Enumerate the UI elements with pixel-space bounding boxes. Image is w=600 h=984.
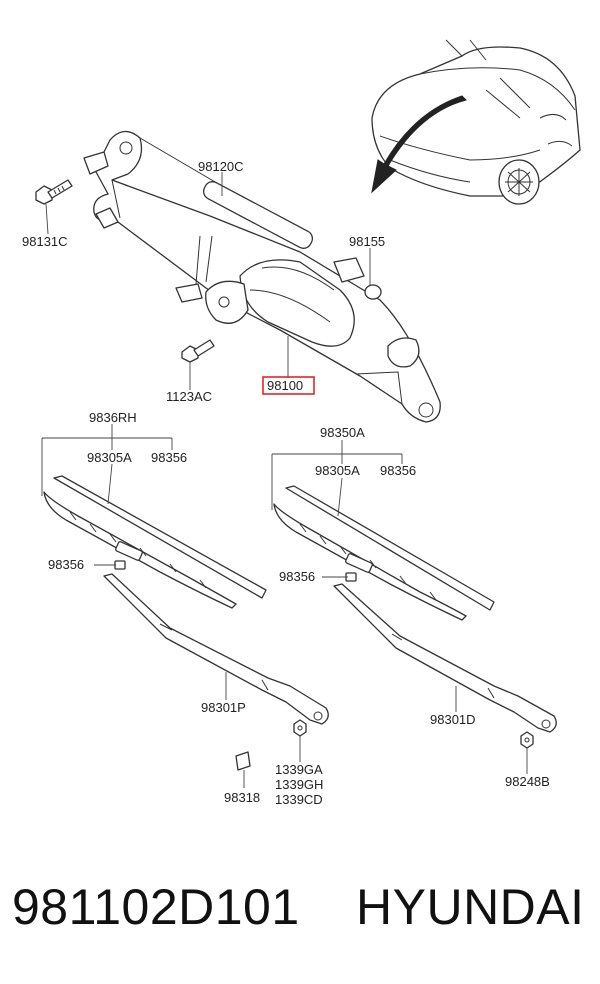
highlight-box: [262, 376, 315, 395]
callout-arrow-icon: [371, 95, 467, 194]
wiper-blade-rh: [43, 475, 267, 609]
label-clip-lh-top: 98356: [380, 463, 416, 478]
part-labels: 98120C 98131C 98155 98100 1123AC 9836RH …: [22, 159, 550, 807]
label-nut-lh: 98248B: [505, 774, 550, 789]
label-bolt: 98131C: [22, 234, 68, 249]
screw-icon: [181, 339, 215, 363]
wiper-arm-rh: [103, 573, 329, 725]
bolt-icon: [35, 179, 73, 205]
label-clip-lh-side: 98356: [279, 569, 315, 584]
part-number: 981102D101: [12, 879, 300, 935]
clip-icon: [114, 560, 126, 570]
label-motor: 98100: [267, 378, 303, 393]
label-arm-cap: 98318: [224, 790, 260, 805]
label-frame: 98120C: [198, 159, 244, 174]
wiper-blade-lh: [273, 485, 495, 621]
label-refill-rh: 98305A: [87, 450, 132, 465]
label-blade-lh-assy: 98350A: [320, 425, 365, 440]
nut-icon: [520, 731, 534, 749]
label-blade-rh-assy: 9836RH: [89, 410, 137, 425]
label-nut-code-3: 1339CD: [275, 792, 323, 807]
label-arm-lh: 98301D: [430, 712, 476, 727]
wiper-motor: [175, 257, 382, 347]
nut-icon: [293, 719, 307, 737]
label-arm-rh: 98301P: [201, 700, 246, 715]
label-refill-lh: 98305A: [315, 463, 360, 478]
brand-name: HYUNDAI: [356, 879, 585, 935]
wiper-arm-lh: [333, 583, 557, 733]
arm-cap-icon: [235, 751, 251, 771]
label-clip-rh-side: 98356: [48, 557, 84, 572]
label-nut-code-1: 1339GA: [275, 762, 323, 777]
label-motor-cap: 98155: [349, 234, 385, 249]
car-thumbnail-illustration: [371, 39, 581, 205]
label-clip-rh-top: 98356: [151, 450, 187, 465]
leader-lines: [41, 172, 528, 788]
label-screw: 1123AC: [166, 389, 212, 404]
label-nut-code-2: 1339GH: [275, 777, 323, 792]
